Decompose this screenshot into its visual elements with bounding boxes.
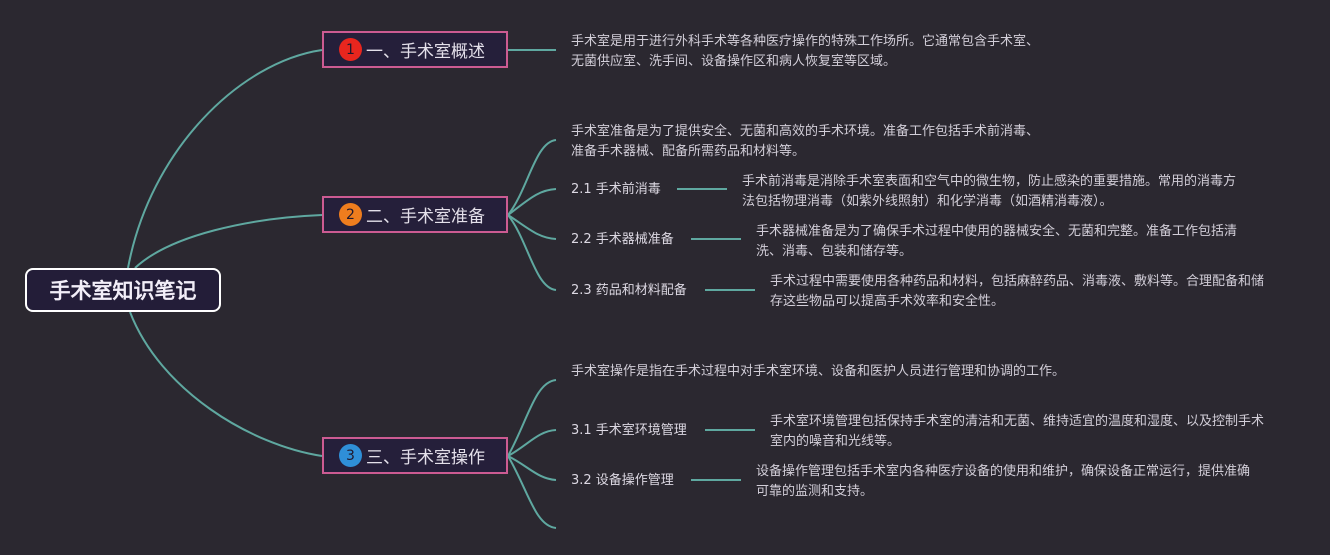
connector-topic2-sub3 — [507, 214, 557, 291]
sub-disinfection[interactable]: 2.1 手术前消毒 — [571, 182, 661, 197]
topic-operation-desc: 手术室操作是指在手术过程中对手术室环境、设备和医护人员进行管理和协调的工作。 — [571, 364, 1066, 379]
sub-instrument-prep[interactable]: 2.2 手术器械准备 — [571, 232, 674, 247]
connector-root-topic1 — [127, 49, 323, 269]
connector-topic3-tail — [507, 455, 557, 529]
topic-preparation-desc: 手术室准备是为了提供安全、无菌和高效的手术环境。准备工作包括手术前消毒、准备手术… — [571, 124, 1040, 159]
sub-environment-mgmt-desc: 手术室环境管理包括保持手术室的清洁和无菌、维持适宜的温度和湿度、以及控制手术室内… — [770, 414, 1265, 449]
sub-instrument-prep-desc: 手术器械准备是为了确保手术过程中使用的器械安全、无菌和完整。准备工作包括清洗、消… — [756, 224, 1238, 259]
connector-topic2-sub1 — [507, 188, 557, 216]
topic-overview-desc: 手术室是用于进行外科手术等各种医疗操作的特殊工作场所。它通常包含手术室、无菌供应… — [571, 34, 1040, 69]
topic-preparation-title: 二、手术室准备 — [366, 207, 485, 227]
connector-topic2-desc — [507, 139, 557, 216]
priority-2-icon: 2 — [339, 203, 362, 226]
sub-drug-materials[interactable]: 2.3 药品和材料配备 — [571, 283, 687, 298]
root-node[interactable]: 手术室知识笔记 — [25, 268, 221, 312]
priority-3-icon: 3 — [339, 444, 362, 467]
sub-drug-materials-desc: 手术过程中需要使用各种药品和材料，包括麻醉药品、消毒液、敷料等。合理配备和储存这… — [770, 274, 1265, 309]
sub-equipment-mgmt[interactable]: 3.2 设备操作管理 — [571, 473, 674, 488]
topic-overview[interactable]: 1 一、手术室概述 — [322, 31, 508, 68]
root-title: 手术室知识笔记 — [49, 279, 197, 303]
connector-topic2-sub2 — [507, 214, 557, 240]
topic-operation-title: 三、手术室操作 — [366, 448, 485, 468]
sub-disinfection-desc: 手术前消毒是消除手术室表面和空气中的微生物，防止感染的重要措施。常用的消毒方法包… — [742, 174, 1237, 209]
connector-root-topic2 — [134, 214, 323, 269]
topic-overview-title: 一、手术室概述 — [366, 42, 485, 62]
sub-equipment-mgmt-desc: 设备操作管理包括手术室内各种医疗设备的使用和维护，确保设备正常运行，提供准确可靠… — [756, 464, 1251, 499]
sub-environment-mgmt[interactable]: 3.1 手术室环境管理 — [571, 423, 687, 438]
topic-preparation[interactable]: 2 二、手术室准备 — [322, 196, 508, 233]
connector-topic3-desc — [507, 379, 557, 457]
connector-root-topic3 — [129, 311, 323, 457]
connector-topic3-sub2 — [507, 455, 557, 481]
connector-topic3-sub1 — [507, 429, 557, 457]
topic-operation[interactable]: 3 三、手术室操作 — [322, 437, 508, 474]
priority-1-icon: 1 — [339, 38, 362, 61]
